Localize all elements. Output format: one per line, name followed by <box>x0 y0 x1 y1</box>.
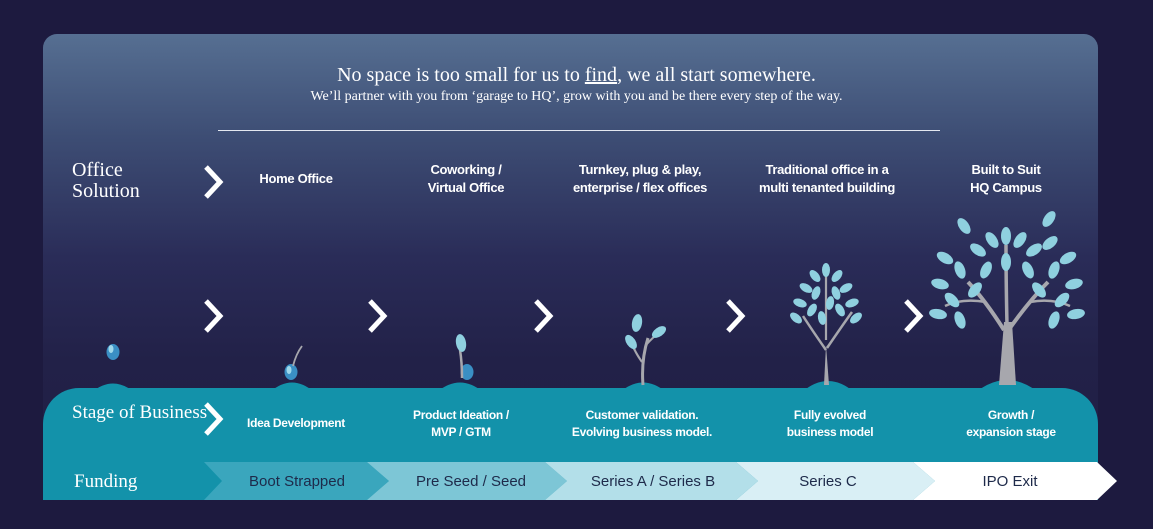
solution-coworking: Coworking /Virtual Office <box>427 162 505 195</box>
full-tree-icon <box>929 211 1085 392</box>
funding-boot-strapped: Boot Strapped <box>249 473 345 490</box>
chevron-right-icon <box>368 299 388 333</box>
divider <box>218 130 940 131</box>
chevron-right-icon <box>726 299 746 333</box>
funding-arrow-2 <box>367 462 567 500</box>
funding-arrow-1 <box>204 462 389 500</box>
funding-arrow-4 <box>736 462 935 500</box>
stage-idea-development: Idea Development <box>247 416 345 430</box>
chevron-right-icon <box>204 299 224 333</box>
stage-customer-validation: Customer validation.Evolving business mo… <box>571 408 713 439</box>
stage-product-ideation: Product Ideation /MVP / GTM <box>413 408 509 439</box>
stage-of-business-label: Stage of Business <box>72 402 208 423</box>
funding-arrow-5 <box>913 462 1117 500</box>
chevron-right-icon <box>204 165 224 199</box>
sapling-icon <box>620 314 667 392</box>
funding-pre-seed: Pre Seed / Seed <box>415 473 527 490</box>
funding-label: Funding <box>74 471 138 492</box>
funding-ipo-exit: IPO Exit <box>982 473 1038 490</box>
solution-home-office: Home Office <box>259 171 333 186</box>
chevron-right-icon <box>534 299 554 333</box>
stage-growth: Growth /expansion stage <box>966 408 1056 439</box>
funding-series-c: Series C <box>799 473 857 490</box>
funding-series-a-b: Series A / Series B <box>590 473 716 490</box>
chevron-right-icon <box>904 299 924 333</box>
chevron-right-icon <box>204 402 224 436</box>
funding-arrow-3 <box>545 462 758 500</box>
headline: No space is too small for us to find, we… <box>337 64 816 86</box>
stage-band <box>43 388 1098 460</box>
subline: We’ll partner with you from ‘garage to H… <box>310 89 843 104</box>
solution-turnkey: Turnkey, plug & play,enterprise / flex o… <box>572 162 708 195</box>
office-solution-label: Office Solution <box>72 159 140 202</box>
find-link[interactable]: find <box>584 64 618 86</box>
young-tree-icon <box>790 263 862 392</box>
